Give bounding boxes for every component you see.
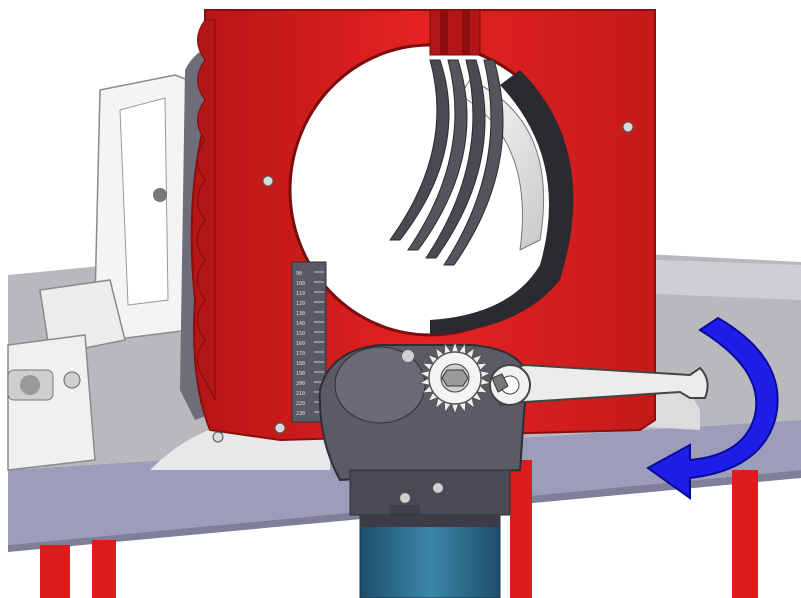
scale-marking: 120 [296,301,305,307]
open-end-wrench-icon [489,363,709,407]
scale-marking: 210 [296,391,305,397]
scale-marking: 100 [296,281,305,287]
scale-marking: 180 [296,361,305,367]
inner-clamp-ring [430,70,574,335]
table-leg-right [510,460,532,598]
table-leg-left [40,545,70,598]
scale-marking: 190 [296,371,305,377]
scale-marking: 230 [296,411,305,417]
scale-marking: 220 [296,401,305,407]
scale-marking: 160 [296,341,305,347]
scale-marking: 110 [296,291,305,297]
scale-marking: 90 [296,271,302,277]
scale-marking: 130 [296,311,305,317]
scale-marking: 170 [296,351,305,357]
drive-motor [359,514,501,598]
table-leg-far-right [732,470,758,598]
cutting-blade-segments [389,59,504,266]
saw-gear-icon [417,340,493,416]
scale-marking: 140 [296,321,305,327]
scale-marking: 200 [296,381,305,387]
left-support-casting [7,74,191,471]
curved-arrow-clockwise-icon [646,316,779,500]
table-leg-left-2 [92,540,116,598]
scale-marking: 150 [296,331,305,337]
